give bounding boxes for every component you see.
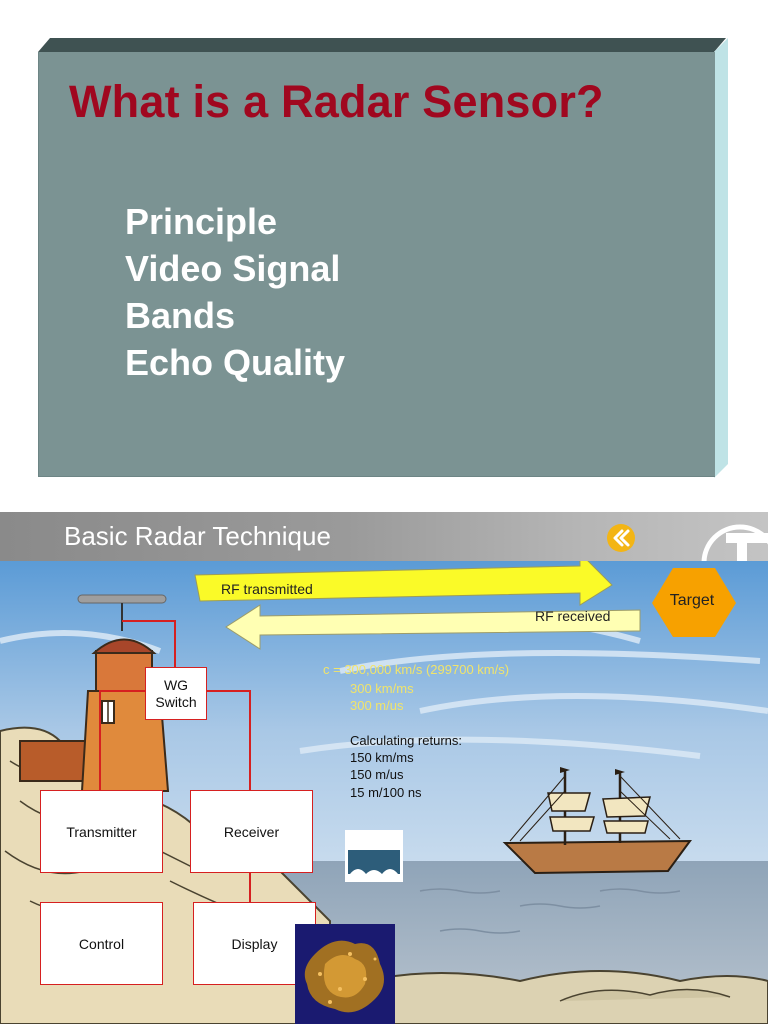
returns-heading: Calculating returns: bbox=[350, 733, 462, 748]
wg-switch-label-line1: WG bbox=[163, 676, 189, 693]
slide-header: Basic Radar Technique bbox=[0, 512, 768, 561]
topic-item: Video Signal bbox=[125, 248, 341, 289]
rf-transmitted-label: RF transmitted bbox=[221, 581, 313, 597]
antenna bbox=[77, 594, 167, 604]
slide-header-title: Basic Radar Technique bbox=[64, 521, 331, 551]
wg-switch-label-line2: Switch bbox=[155, 693, 197, 710]
box-side-bevel bbox=[714, 38, 728, 478]
topic-item: Bands bbox=[125, 295, 236, 336]
title-slide: What is a Radar Sensor? Principle Video … bbox=[0, 0, 768, 500]
radar-technique-slide: Basic Radar Technique bbox=[0, 512, 768, 1024]
speed-line-1: c = 300,000 km/s (299700 km/s) bbox=[323, 662, 510, 677]
back-button[interactable] bbox=[607, 524, 635, 552]
target-hexagon bbox=[652, 568, 736, 637]
speed-line-2: 300 km/ms bbox=[350, 681, 414, 696]
returns-line-1: 150 km/ms bbox=[350, 750, 414, 765]
returns-line-2: 150 m/us bbox=[350, 767, 404, 782]
topic-item: Echo Quality bbox=[125, 342, 346, 383]
receiver-block: Receiver bbox=[190, 790, 313, 873]
target-label: Target bbox=[669, 592, 715, 609]
back-arrow-icon bbox=[613, 529, 630, 547]
transmitter-block: Transmitter bbox=[40, 790, 163, 873]
returns-line-3: 15 m/100 ns bbox=[350, 785, 422, 800]
signal-thumbnail bbox=[345, 830, 403, 882]
display-label: Display bbox=[231, 935, 278, 952]
speed-line-3: 300 m/us bbox=[350, 698, 404, 713]
sea-waves bbox=[419, 888, 681, 934]
company-logo-icon bbox=[701, 524, 768, 561]
shore bbox=[329, 970, 768, 1024]
box-top-bevel bbox=[38, 38, 726, 52]
radar-display-image bbox=[295, 924, 395, 1024]
lighthouse bbox=[19, 638, 170, 792]
receiver-label: Receiver bbox=[223, 823, 280, 840]
control-block: Control bbox=[40, 902, 163, 985]
slide-title: What is a Radar Sensor? bbox=[69, 76, 604, 127]
transmitter-label: Transmitter bbox=[66, 823, 137, 840]
wiring bbox=[99, 620, 251, 903]
rf-received-label: RF received bbox=[535, 608, 611, 624]
topic-list: Principle Video Signal Bands Echo Qualit… bbox=[125, 198, 345, 386]
sailing-ship bbox=[502, 767, 692, 875]
rf-transmitted-arrow bbox=[194, 561, 613, 606]
rf-received-arrow bbox=[225, 604, 641, 650]
control-label: Control bbox=[78, 935, 125, 952]
wg-switch-block: WG Switch bbox=[145, 667, 207, 720]
topic-item: Principle bbox=[125, 201, 278, 242]
title-box: What is a Radar Sensor? Principle Video … bbox=[38, 52, 715, 477]
